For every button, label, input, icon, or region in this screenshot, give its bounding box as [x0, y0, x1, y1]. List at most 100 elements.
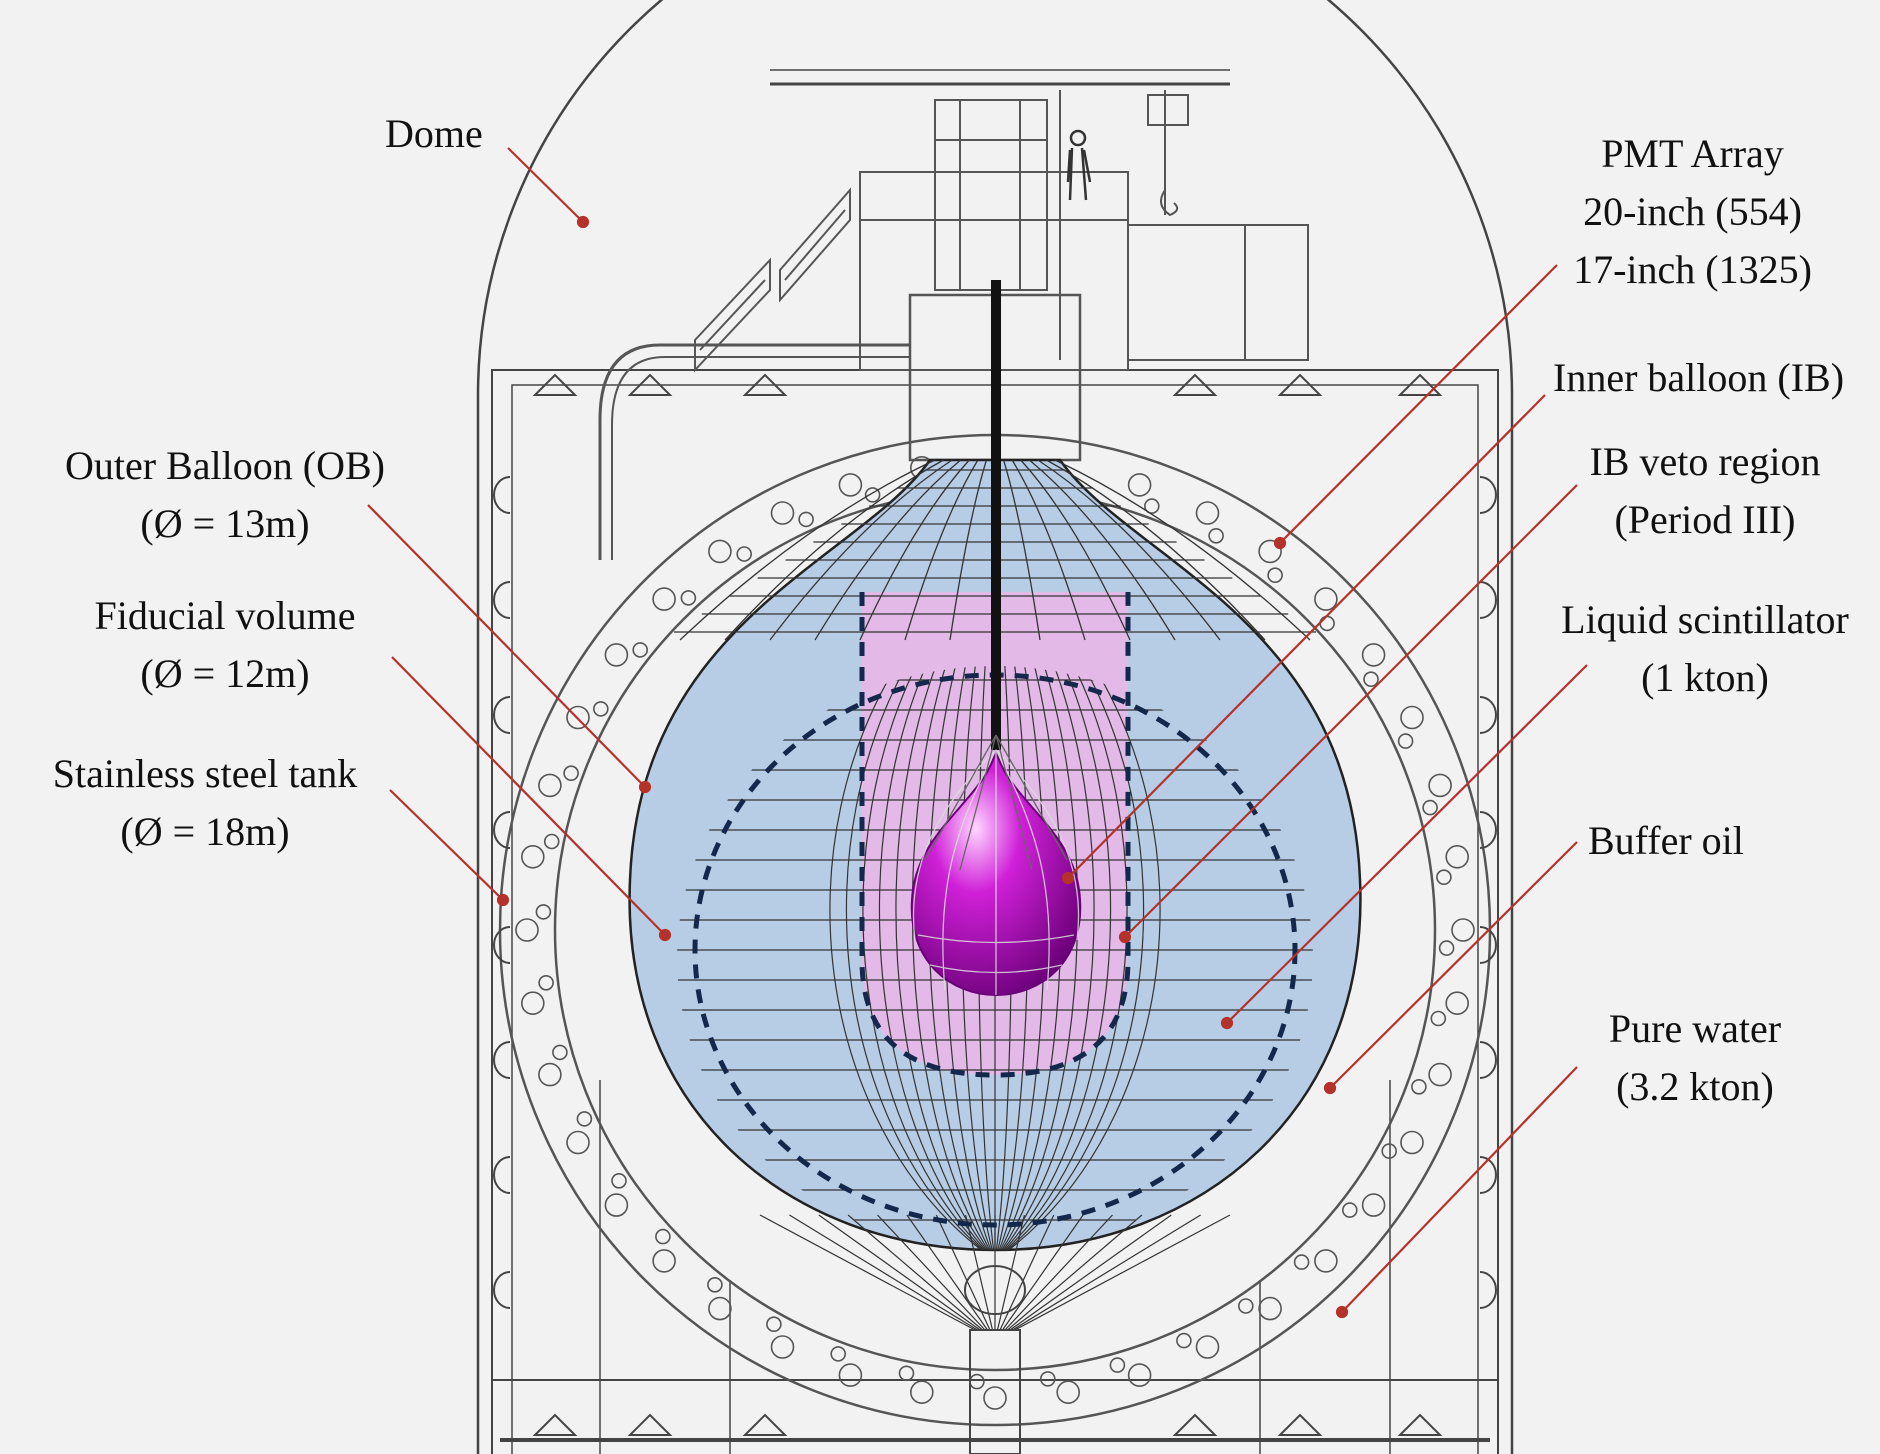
nozzle-right	[1479, 476, 1497, 514]
nozzle-right	[1479, 1271, 1497, 1309]
pmt-tube-small	[1411, 1079, 1427, 1095]
nozzle-left	[493, 696, 511, 734]
nozzle-bottom	[627, 1413, 673, 1436]
pmt-tube	[1127, 1363, 1152, 1387]
pmt-tube-small	[766, 1316, 782, 1332]
pmt-tube-small	[1176, 1332, 1192, 1349]
leader-inner-balloon-dot	[1061, 871, 1075, 885]
pmt-tube-small	[1293, 1254, 1310, 1270]
label-dome-text: Dome	[385, 111, 483, 156]
bottom-rope	[996, 1214, 1025, 1331]
grid-meridian	[994, 666, 1145, 1250]
pmt-tube	[983, 1386, 1007, 1410]
nozzle-top	[1277, 373, 1323, 396]
leader-stainless-steel-tank	[389, 789, 504, 901]
pmt-tube	[1314, 1249, 1338, 1273]
nozzle-top	[627, 373, 673, 396]
pmt-tube-small	[1208, 527, 1224, 544]
pmt-tube	[604, 643, 629, 667]
pmt-tube	[708, 539, 732, 564]
pmt-tube	[1428, 773, 1452, 798]
neck-rope	[769, 459, 953, 641]
nozzle-bottom	[742, 1413, 788, 1436]
label-stainless-steel-tank: Stainless steel tank (Ø = 18m)	[30, 745, 380, 861]
pmt-tube-small	[1363, 671, 1379, 688]
nozzle-right	[1479, 926, 1497, 964]
nozzle-bottom	[532, 1413, 578, 1436]
grid-meridian	[895, 666, 996, 1250]
worker-figure	[1066, 129, 1092, 201]
label-inner-balloon: Inner balloon (IB)	[1553, 349, 1844, 407]
pmt-tube-small	[1436, 869, 1452, 886]
nozzle-right	[1479, 811, 1497, 849]
bottom-rope	[965, 1214, 994, 1331]
neck-rope	[1011, 459, 1086, 641]
label-pmt-title: PMT Array	[1601, 131, 1784, 176]
pmt-tube	[838, 1363, 863, 1387]
pmt-tube	[538, 1062, 562, 1087]
neck-rope	[679, 459, 936, 641]
pmt-tube	[1195, 501, 1220, 525]
bottom-rope	[906, 1214, 988, 1331]
grid-meridian	[845, 666, 996, 1250]
pmt-tube-small	[1342, 1202, 1358, 1218]
pmt-tube-small	[543, 833, 560, 850]
pmt-tube-small	[1267, 567, 1283, 584]
pmt-tube	[538, 773, 562, 798]
pmt-tube	[1445, 844, 1469, 869]
pmt-tube	[1361, 643, 1386, 667]
leader-liquid-scintillator-dot	[1220, 1016, 1234, 1030]
bottom-rope	[818, 1214, 981, 1331]
pmt-tube-small	[969, 1373, 985, 1390]
neck-rope	[1037, 459, 1221, 641]
leader-pmt-array-dot	[1273, 536, 1287, 550]
bottom-rope	[877, 1214, 986, 1331]
bottom-rope	[1012, 1214, 1201, 1331]
label-buffer-oil-text: Buffer oil	[1588, 818, 1744, 863]
bottom-rope	[1014, 1214, 1231, 1331]
grid-meridian	[862, 666, 996, 1250]
pmt-tube	[566, 1130, 590, 1155]
label-ib-veto-name: IB veto region	[1589, 439, 1821, 484]
nozzle-left	[493, 476, 511, 514]
bottom-rope	[1009, 1214, 1172, 1331]
neck-rope	[1046, 459, 1266, 641]
inner-balloon-suspension	[924, 734, 1068, 871]
tank-nozzles	[493, 373, 1497, 1436]
pmt-tube-small	[1438, 940, 1455, 956]
label-pmt-20inch: 20-inch (554)	[1583, 189, 1802, 234]
label-outer-balloon-name: Outer Balloon (OB)	[65, 443, 385, 488]
pmt-tube-small	[655, 1228, 671, 1245]
inner-balloon	[910, 749, 1082, 997]
central-chimney-pipe	[991, 280, 1001, 750]
neck-rope	[1054, 459, 1311, 641]
leader-ib-veto-dot	[1118, 930, 1132, 944]
neck-rope	[1020, 459, 1131, 641]
grid-meridian	[829, 666, 996, 1250]
grid-meridian	[994, 666, 1161, 1250]
label-pmt-17inch: 17-inch (1325)	[1573, 247, 1812, 292]
label-ib-veto-period: (Period III)	[1614, 497, 1796, 542]
leader-ib-veto	[1124, 484, 1578, 938]
leader-liquid-scintillator	[1226, 664, 1588, 1024]
bottom-rope	[759, 1214, 976, 1331]
pmt-tube-small	[535, 904, 552, 920]
leader-stainless-steel-tank-dot	[496, 893, 510, 907]
pmt-tube	[1127, 473, 1152, 497]
pmt-tube-small	[1422, 799, 1438, 816]
label-liquid-scint-name: Liquid scintillator	[1561, 597, 1849, 642]
pmt-tube-small	[707, 1277, 723, 1293]
pmt-tube	[1056, 1380, 1080, 1404]
pmt-tube-small	[736, 546, 753, 562]
grid-meridian	[994, 666, 1128, 1250]
label-pure-water-name: Pure water	[1608, 1006, 1782, 1051]
bottom-hub	[964, 1265, 1026, 1454]
pmt-tube	[652, 1249, 676, 1273]
neck-rope	[859, 459, 970, 641]
neck-rope	[949, 459, 988, 641]
label-liquid-scintillator: Liquid scintillator (1 kton)	[1545, 591, 1865, 707]
nozzle-top	[742, 373, 788, 396]
pmt-tube	[1400, 1130, 1424, 1155]
pmt-tube	[566, 705, 590, 730]
